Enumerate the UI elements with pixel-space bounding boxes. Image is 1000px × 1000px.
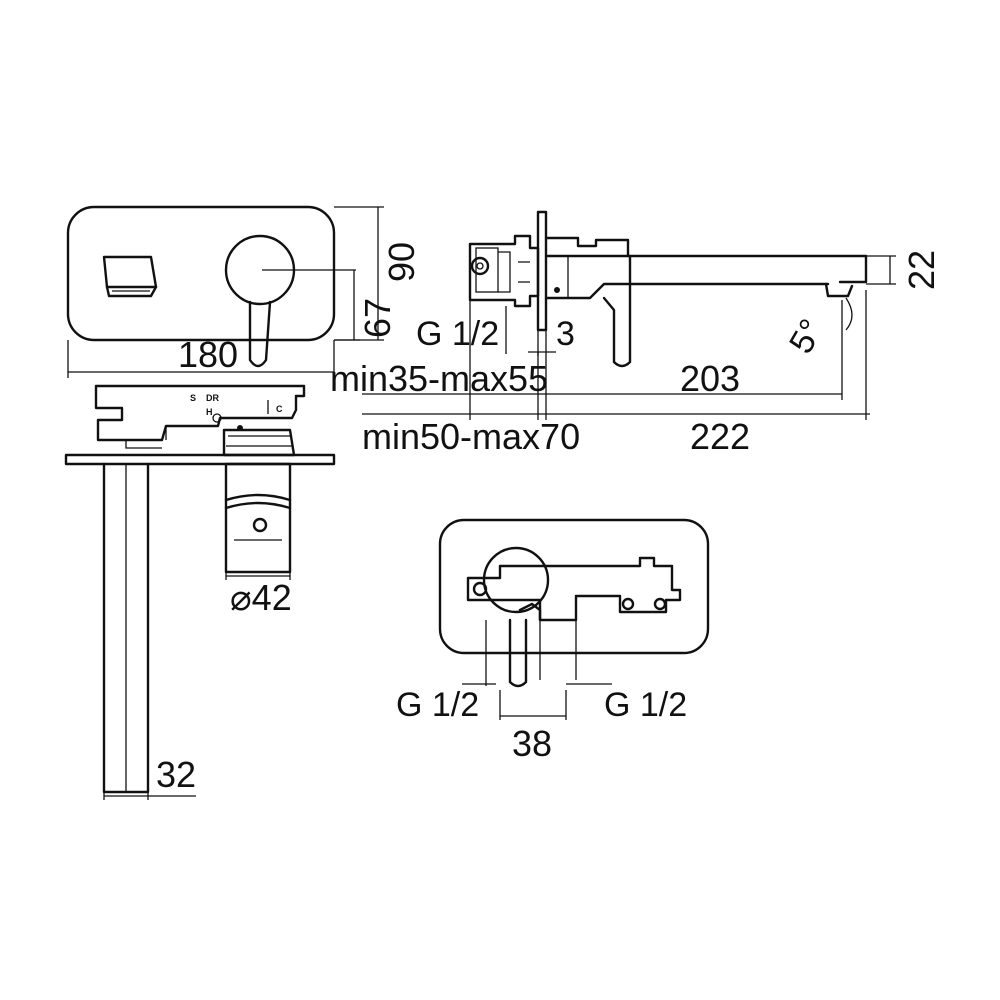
- dim-spout-length: 203: [538, 300, 843, 400]
- plate-height-label: 90: [381, 242, 422, 282]
- top-cover-plate: [64, 453, 336, 466]
- front-cover-plate: [66, 205, 336, 342]
- plate-thickness-label: 3: [556, 315, 575, 353]
- dim-inlet-left: G 1/2: [396, 680, 496, 724]
- dim-plate-thickness: 3: [528, 315, 575, 356]
- dim-spout-height: 22: [866, 250, 942, 290]
- front-view: [66, 205, 356, 368]
- side-view: 5°: [468, 210, 868, 368]
- side-mixer-body: [544, 236, 630, 258]
- side-spout: [544, 254, 868, 300]
- brand-mark: S: [190, 393, 196, 403]
- dim-wall-depth-2: min50-max70: [362, 300, 580, 457]
- inlet-left-label: G 1/2: [396, 686, 479, 724]
- dim-side-inlet: G 1/2: [416, 306, 507, 354]
- lever-axis-label: 67: [357, 298, 398, 338]
- total-length-label: 222: [690, 416, 750, 457]
- hot-mark: H: [206, 407, 213, 417]
- wall-depth-range-2-label: min50-max70: [362, 416, 580, 457]
- dim-total-length: 222: [546, 290, 870, 457]
- front-spout-outlet: [102, 255, 158, 298]
- spout-angle-arc: [845, 297, 853, 331]
- side-inlet-thread-label: G 1/2: [416, 315, 499, 353]
- dim-spout-diameter: 32: [103, 754, 196, 800]
- embedded-box-view: [438, 518, 710, 688]
- inlet-spacing-label: 38: [512, 723, 552, 764]
- dim-lever-axis-height: 67: [334, 270, 398, 341]
- top-spout-tube: [102, 462, 150, 794]
- spout-length-label: 203: [680, 358, 740, 399]
- dim-plate-height: 90: [334, 206, 422, 341]
- cold-mark: C: [276, 404, 283, 414]
- dim-inlet-spacing: 38: [499, 690, 567, 764]
- side-embedded-box: [468, 234, 540, 308]
- wall-depth-range-1-label: min35-max55: [330, 358, 548, 399]
- mark-dr: DR: [206, 393, 219, 403]
- dim-inlet-right: G 1/2: [566, 683, 687, 724]
- embedded-body: [466, 556, 682, 622]
- dim-wall-depth-1: min35-max55: [330, 358, 548, 399]
- inlet-right-label: G 1/2: [604, 686, 687, 724]
- embedded-frame: [438, 518, 710, 655]
- top-mixer-body: [94, 384, 306, 442]
- spout-angle-label: 5°: [782, 313, 831, 360]
- dim-plate-width: 180: [67, 334, 335, 378]
- embedded-outlet: [508, 618, 528, 688]
- dim-body-diameter: ⌀42: [225, 572, 292, 618]
- body-diameter-label: ⌀42: [230, 577, 292, 618]
- side-lever-handle: [602, 254, 632, 368]
- top-cartridge: [222, 425, 296, 574]
- top-view: S DR H C: [64, 384, 336, 794]
- spout-diameter-label: 32: [156, 754, 196, 795]
- plate-width-label: 180: [178, 334, 238, 375]
- spout-height-label: 22: [901, 250, 942, 290]
